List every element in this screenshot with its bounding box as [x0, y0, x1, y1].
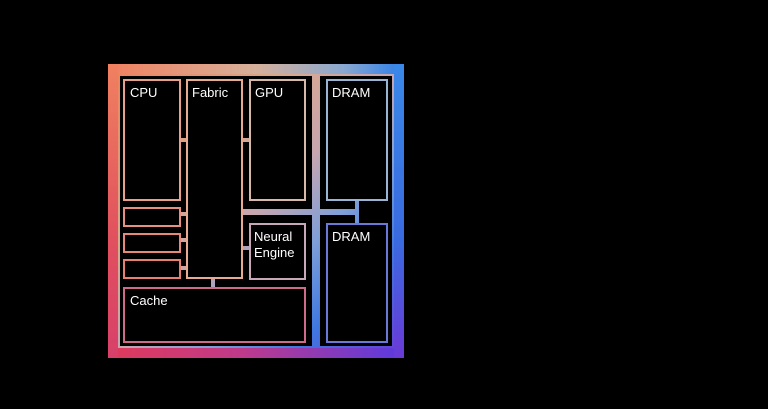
- side-block-1: [123, 207, 181, 227]
- neural-engine-label-line1: Neural: [254, 229, 292, 244]
- fabric-gpu-link: [241, 138, 250, 142]
- cpu-fabric-link: [179, 138, 187, 142]
- interconnects: [179, 74, 359, 348]
- fabric-cache-link: [211, 278, 215, 288]
- cpu-fabric-link-2: [179, 212, 187, 216]
- block-dram-bottom: DRAM: [326, 223, 388, 343]
- side-block-3: [123, 259, 181, 279]
- cpu-side-blocks: [123, 207, 181, 279]
- block-cache: Cache: [123, 287, 306, 343]
- block-neural-engine: Neural Engine: [249, 223, 306, 280]
- cpu-fabric-link-3: [179, 238, 187, 242]
- cache-label: Cache: [130, 293, 168, 308]
- dram-bottom-label: DRAM: [332, 229, 370, 244]
- fabric-label: Fabric: [192, 85, 229, 100]
- block-gpu: GPU: [249, 79, 306, 201]
- dram-top-label: DRAM: [332, 85, 370, 100]
- fabric-dram-bus: [241, 209, 359, 215]
- block-cpu: CPU: [123, 79, 181, 201]
- block-fabric: Fabric: [186, 79, 243, 279]
- chip-frame-bottom: [108, 348, 404, 358]
- dram-bus-vertical: [355, 198, 359, 224]
- chip-frame-top: [108, 64, 404, 74]
- fabric-ne-link: [241, 246, 250, 250]
- cpu-fabric-link-4: [179, 266, 187, 270]
- chip-frame-right: [394, 64, 404, 358]
- neural-engine-label-line2: Engine: [254, 245, 294, 260]
- block-dram-top: DRAM: [326, 79, 388, 201]
- gpu-label: GPU: [255, 85, 283, 100]
- side-block-2: [123, 233, 181, 253]
- chip-frame-left: [108, 64, 118, 358]
- cpu-label: CPU: [130, 85, 157, 100]
